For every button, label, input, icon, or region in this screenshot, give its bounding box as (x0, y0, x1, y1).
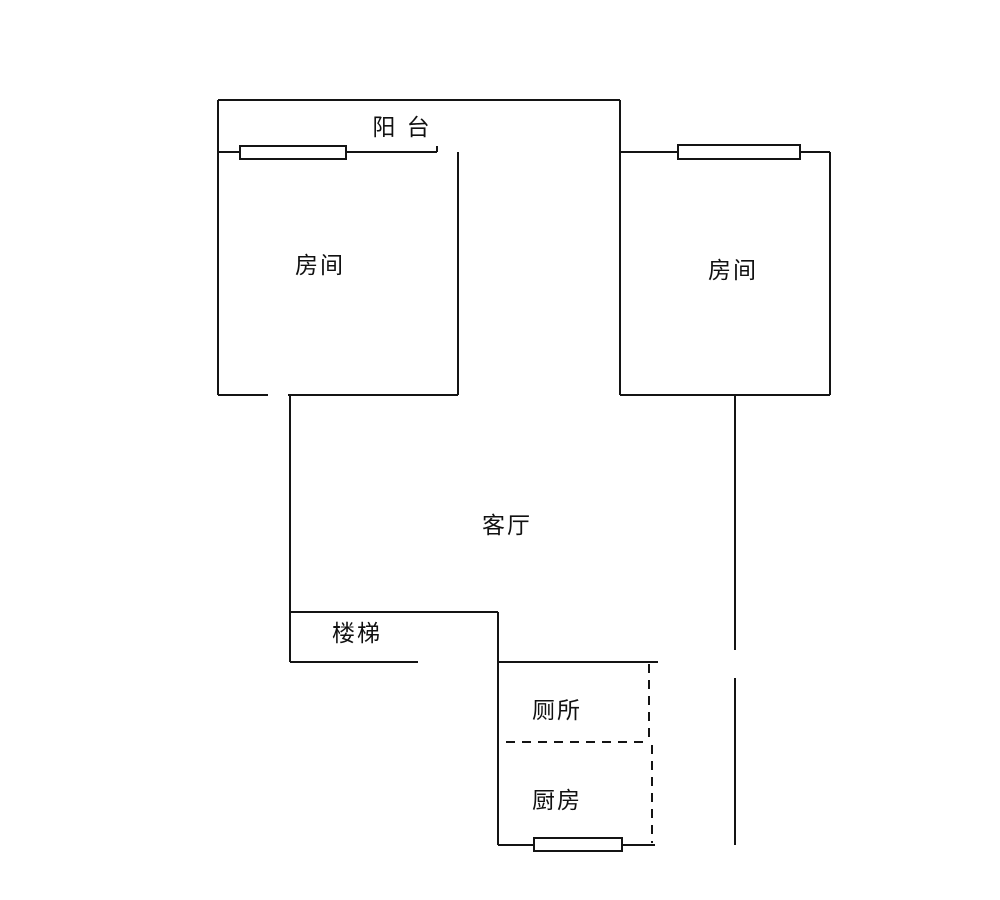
label-balcony: 阳 台 (372, 115, 431, 141)
label-living-room: 客厅 (482, 513, 532, 539)
label-kitchen: 厨房 (532, 788, 582, 814)
window-kitchen (533, 837, 623, 852)
dashed-partitions (506, 664, 653, 843)
room-labels: 阳 台 房间 房间 客厅 楼梯 厕所 厨房 (295, 115, 758, 814)
label-stairs: 楼梯 (332, 621, 382, 647)
window-left-room (239, 145, 347, 160)
window-right-room (677, 144, 801, 160)
label-room-left: 房间 (295, 253, 345, 279)
windows (239, 144, 801, 852)
walls (217, 99, 831, 846)
label-toilet: 厕所 (532, 698, 582, 724)
label-room-right: 房间 (708, 258, 758, 284)
